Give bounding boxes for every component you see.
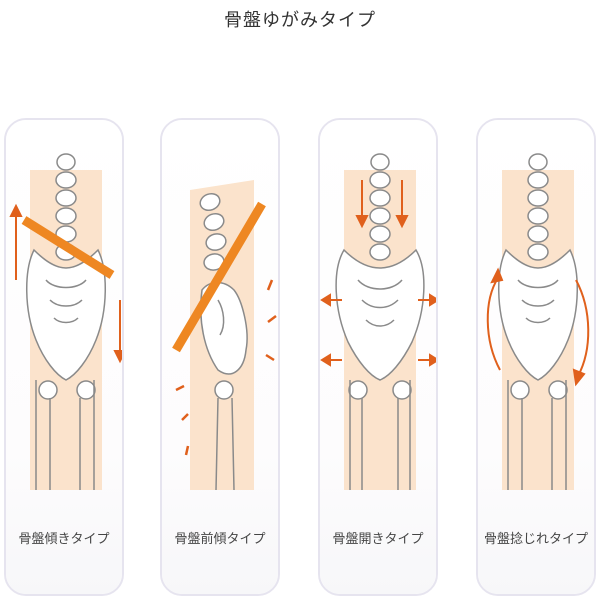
type-label: 骨盤傾きタイプ bbox=[18, 532, 110, 547]
spine bbox=[369, 153, 391, 261]
type-label: 骨盤捻じれタイプ bbox=[483, 532, 588, 547]
type-card-anterior-tilt: 骨盤前傾タイプ bbox=[160, 118, 280, 596]
pelvis-bone bbox=[26, 248, 106, 490]
spine bbox=[55, 153, 77, 261]
type-card-open: 骨盤開きタイプ bbox=[318, 118, 438, 596]
down-arrow-icon bbox=[113, 350, 122, 364]
pressure-marks bbox=[175, 279, 277, 456]
spine bbox=[527, 153, 549, 261]
type-label: 骨盤前傾タイプ bbox=[174, 532, 266, 547]
curved-up-arrow-icon bbox=[490, 267, 504, 284]
arrows bbox=[9, 203, 122, 364]
type-label: 骨盤開きタイプ bbox=[332, 532, 424, 547]
left-arrow-icon bbox=[320, 293, 331, 307]
arrows bbox=[320, 180, 436, 367]
pelvis-side bbox=[200, 281, 248, 491]
pelvis-anterior-tilt-diagram bbox=[172, 180, 277, 491]
up-arrow-icon bbox=[9, 203, 23, 217]
type-card-twist: 骨盤捻じれタイプ bbox=[476, 118, 596, 596]
left-arrow-icon bbox=[320, 353, 331, 367]
spine-side bbox=[199, 192, 227, 271]
pelvis-tilt-diagram bbox=[9, 153, 122, 490]
curved-down-arrow-icon bbox=[572, 368, 586, 387]
tilt-line bbox=[172, 201, 266, 353]
pelvis-twist-diagram bbox=[486, 153, 590, 490]
right-arrow-icon bbox=[429, 353, 436, 367]
pelvis-bone bbox=[335, 248, 425, 490]
type-card-tilt: 骨盤傾きタイプ bbox=[4, 118, 124, 596]
down-arrow-icon bbox=[355, 215, 369, 229]
down-arrow-icon bbox=[395, 215, 409, 229]
arrows bbox=[486, 267, 590, 387]
page-title: 骨盤ゆがみタイプ bbox=[224, 10, 376, 31]
tilt-line bbox=[21, 216, 115, 279]
pelvis-open-diagram bbox=[320, 153, 436, 490]
pelvis-bone bbox=[498, 248, 578, 490]
right-arrow-icon bbox=[429, 293, 436, 307]
